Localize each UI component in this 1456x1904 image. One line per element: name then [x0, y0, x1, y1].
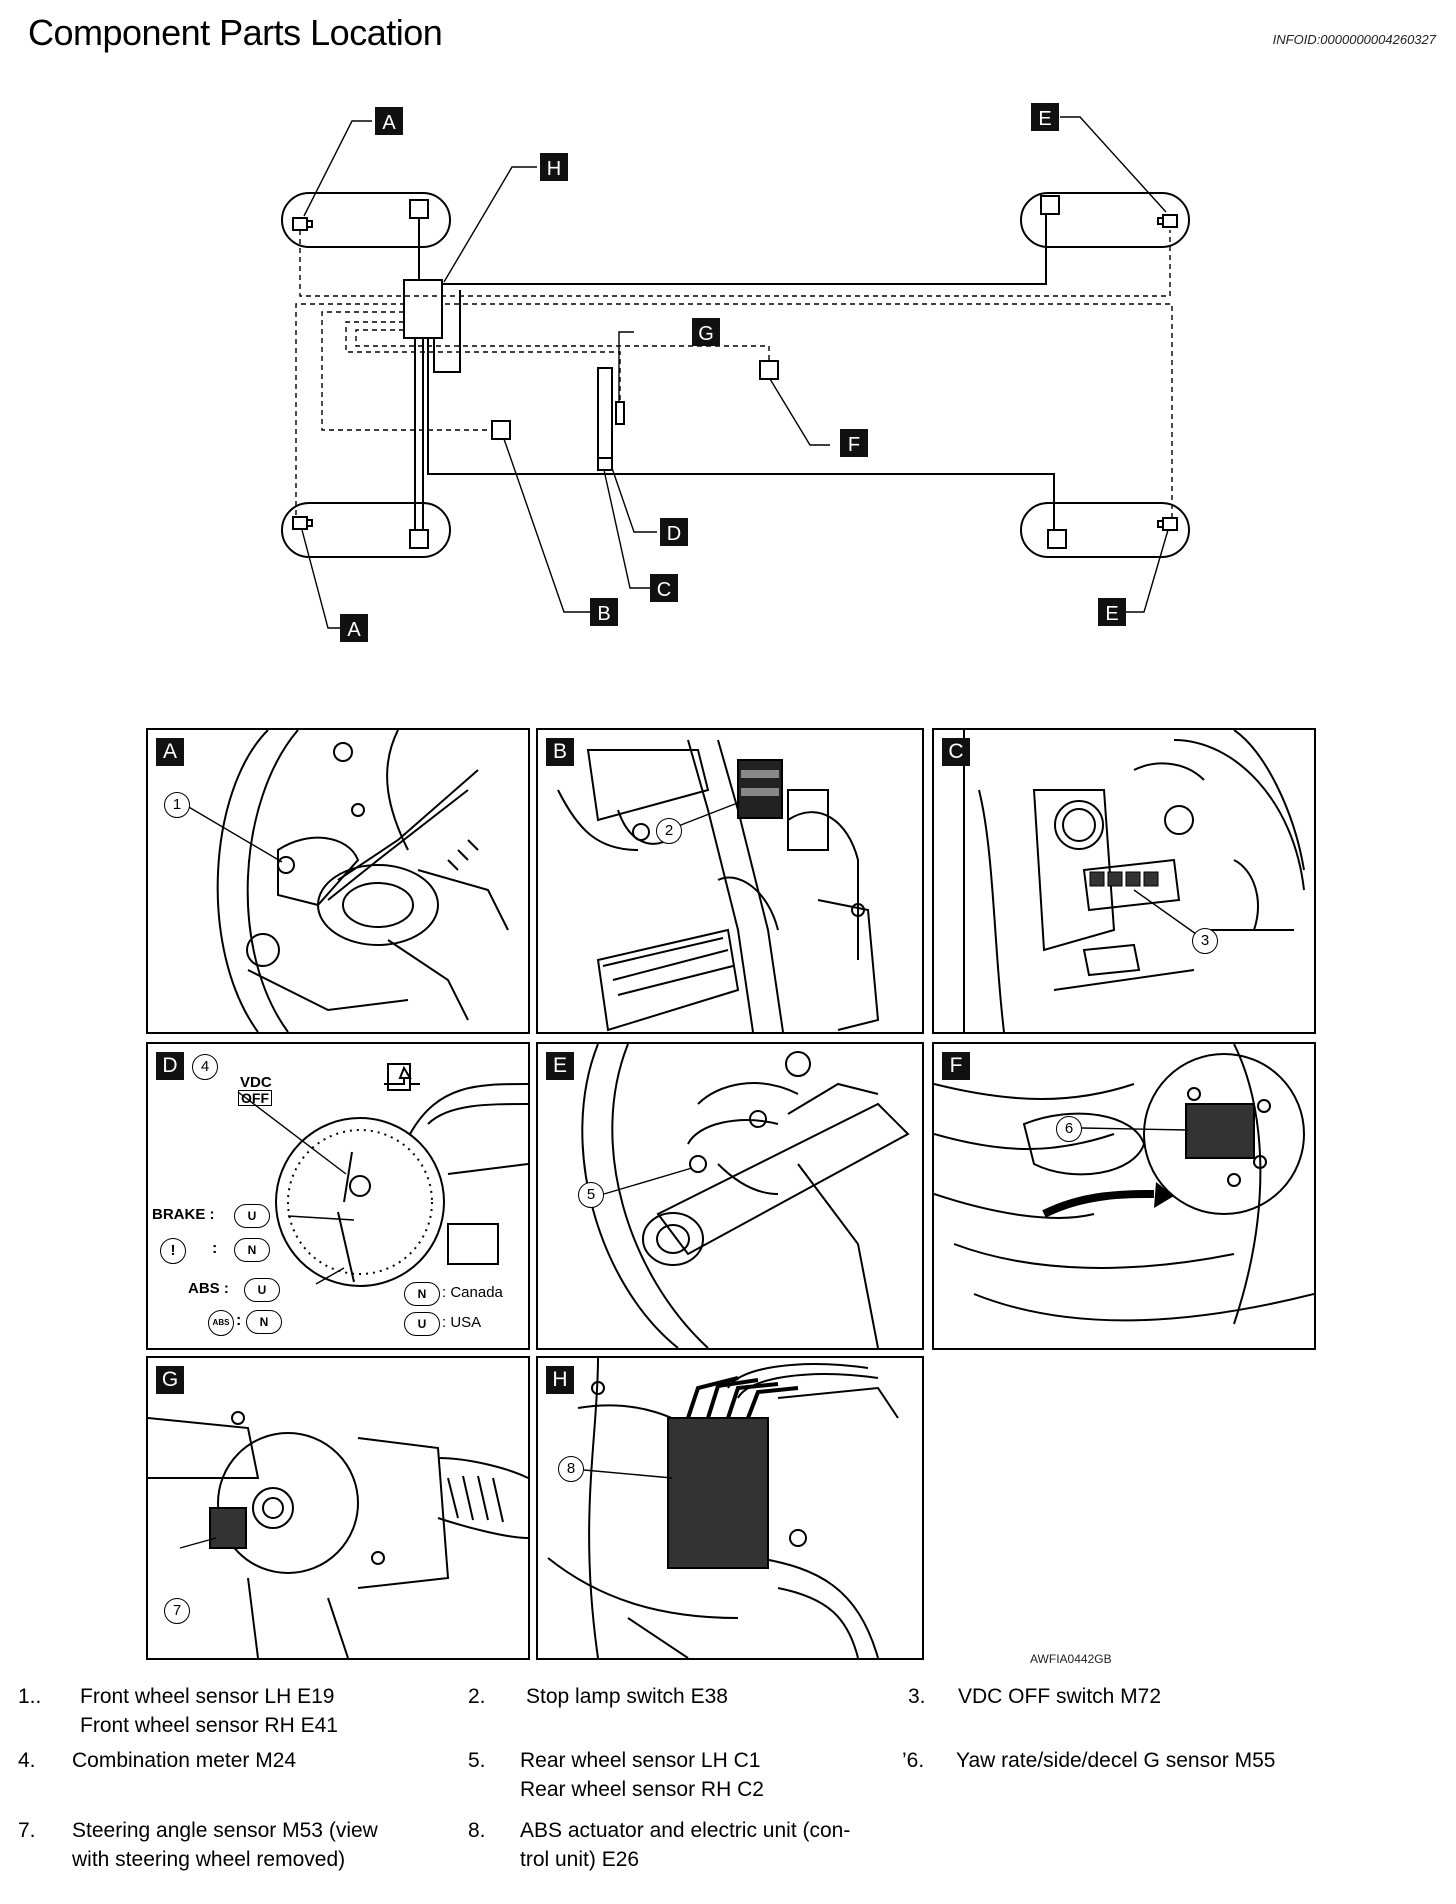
panel-c-vdc-off-switch: C 3: [932, 728, 1316, 1034]
legend-text-2: Stop lamp switch E38: [526, 1685, 728, 1708]
legend-text-1a: Front wheel sensor LH E19: [80, 1685, 335, 1708]
panel-f-yaw-rate-sensor: F 6: [932, 1042, 1316, 1350]
abs-warning-icon: ABS: [208, 1310, 234, 1336]
abs-icon-colon: :: [236, 1312, 242, 1329]
canada-label: : Canada: [442, 1284, 503, 1301]
legend-text-5a: Rear wheel sensor LH C1: [520, 1749, 761, 1772]
front-right-wheel: [1020, 192, 1190, 248]
abs-u-indicator: U: [244, 1278, 280, 1302]
panel-a-letter: A: [156, 738, 184, 766]
legend-text-7b: with steering wheel removed): [72, 1848, 346, 1871]
legend-num-2: 2.: [468, 1685, 486, 1708]
legend-text-5b: Rear wheel sensor RH C2: [520, 1778, 764, 1801]
legend-text-8a: ABS actuator and electric unit (con-: [520, 1819, 851, 1842]
legend-num-1: 1..: [18, 1685, 42, 1708]
legend-num-4: 4.: [18, 1749, 36, 1772]
legend-text-8b: trol unit) E26: [520, 1848, 640, 1871]
figure-code: AWFIA0442GB: [1030, 1652, 1112, 1666]
rear-wheel-hub-illustration: [581, 1044, 910, 1348]
legend-num-7: 7.: [18, 1819, 36, 1842]
panel-d-letter: D: [156, 1052, 184, 1080]
label-a-bottom: A: [347, 619, 361, 641]
page-title: Component Parts Location: [28, 12, 443, 53]
panel-a-front-wheel-sensor: A 1: [146, 728, 530, 1034]
panel-e-rear-wheel-sensor: E 5: [536, 1042, 924, 1350]
panel-d-combination-meter: D 4 VDC OFF BRAKE : U ! : N ABS : U ABS …: [146, 1042, 530, 1350]
panel-c-letter: C: [942, 738, 970, 766]
legend-num-8: 8.: [468, 1819, 486, 1842]
panel-b-letter: B: [546, 738, 574, 766]
callout-5: 5: [578, 1182, 604, 1208]
callout-6: 6: [1056, 1116, 1082, 1142]
rear-right-wheel: [1020, 502, 1190, 558]
excl-n-indicator: N: [234, 1238, 270, 1262]
component-legend: 1.. Front wheel sensor LH E19 Front whee…: [0, 1680, 1456, 1904]
combination-meter-illustration: [237, 1063, 528, 1287]
callout-3: 3: [1192, 928, 1218, 954]
callout-8: 8: [558, 1456, 584, 1482]
center-console-illustration: [934, 1044, 1314, 1325]
legend-num-5: 5.: [468, 1749, 486, 1772]
front-left-wheel: [281, 192, 451, 248]
panel-b-stop-lamp-switch: B 2: [536, 728, 924, 1034]
legend-text-1b: Front wheel sensor RH E41: [80, 1714, 338, 1737]
callout-4: 4: [192, 1054, 218, 1080]
legend-num-3: 3.: [908, 1685, 926, 1708]
label-b: B: [597, 603, 610, 625]
panel-g-steering-angle-sensor: G 7: [146, 1356, 530, 1660]
steering-column: [597, 367, 613, 459]
label-e-top: E: [1038, 108, 1051, 130]
label-c: C: [657, 579, 671, 601]
brake-u-indicator: U: [234, 1204, 270, 1228]
panel-e-letter: E: [546, 1052, 574, 1080]
usa-label: : USA: [442, 1314, 482, 1331]
panel-h-abs-actuator: H 8: [536, 1356, 924, 1660]
brake-label: BRAKE :: [152, 1206, 215, 1223]
legend-text-3: VDC OFF switch M72: [958, 1685, 1162, 1708]
info-id: INFOID:0000000004260327: [1272, 32, 1436, 47]
brake-pedal-illustration: [557, 739, 880, 1032]
steering-column-illustration: [148, 1411, 528, 1658]
front-wheel-hub-illustration: [186, 730, 509, 1032]
label-g: G: [698, 323, 714, 345]
label-e-bottom: E: [1105, 603, 1118, 625]
callout-7: 7: [164, 1598, 190, 1624]
panel-g-letter: G: [156, 1366, 184, 1394]
panel-f-letter: F: [942, 1052, 970, 1080]
vdc-label: VDC: [240, 1074, 272, 1091]
legend-num-6: ’6.: [902, 1749, 925, 1772]
callout-1: 1: [164, 792, 190, 818]
label-f: F: [848, 434, 860, 456]
dashboard-switch-illustration: [963, 730, 1305, 1032]
legend-text-6: Yaw rate/side/decel G sensor M55: [956, 1749, 1276, 1772]
legend-text-4: Combination meter M24: [72, 1749, 297, 1772]
warning-excl-icon: !: [160, 1238, 186, 1264]
callout-2: 2: [656, 818, 682, 844]
panel-h-letter: H: [546, 1366, 574, 1394]
vehicle-overview-diagram: A E H G F D C B A E: [281, 103, 1190, 642]
abs-label: ABS :: [188, 1280, 229, 1297]
off-label: OFF: [238, 1090, 272, 1106]
excl-colon: :: [212, 1240, 218, 1257]
legend-text-7a: Steering angle sensor M53 (view: [72, 1819, 378, 1842]
legend-u-pill: U: [404, 1312, 440, 1336]
label-h: H: [547, 158, 561, 180]
abs-actuator-illustration: [547, 1358, 899, 1658]
label-a-top: A: [382, 112, 396, 134]
legend-n-pill: N: [404, 1282, 440, 1306]
page-header: Component Parts Location INFOID:00000000…: [0, 0, 1456, 70]
abs-n-indicator: N: [246, 1310, 282, 1334]
abs-actuator-unit: [403, 279, 443, 339]
label-d: D: [667, 523, 681, 545]
rear-left-wheel: [281, 502, 451, 558]
